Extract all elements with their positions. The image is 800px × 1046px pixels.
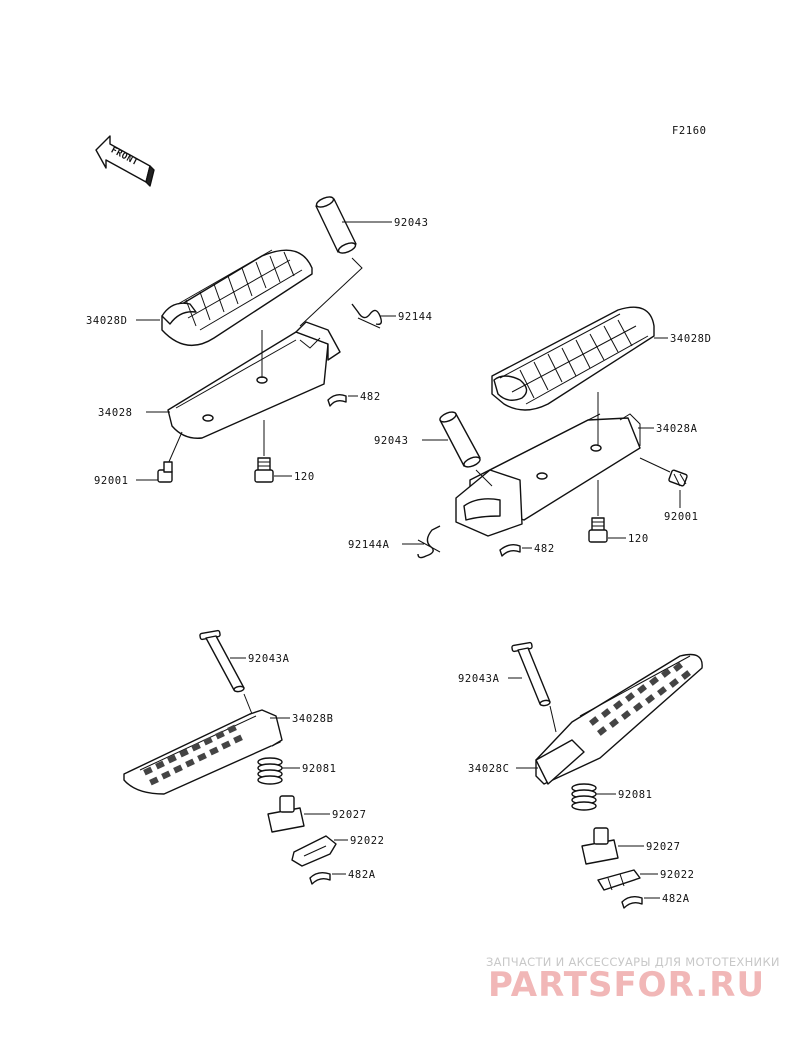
label-34028D-right: 34028D bbox=[670, 333, 712, 345]
spring-92081-left bbox=[257, 757, 283, 785]
figure-code: F2160 bbox=[672, 125, 707, 137]
label-92043A-left: 92043A bbox=[248, 653, 290, 665]
pin-92043-left bbox=[315, 196, 357, 254]
footpeg-34028A-right bbox=[455, 413, 641, 537]
front-arrow-icon: FRONT bbox=[95, 135, 155, 187]
footpeg-rubber-34028D-left bbox=[161, 249, 313, 347]
label-34028C: 34028C bbox=[468, 763, 510, 775]
label-92144-left: 92144 bbox=[398, 311, 433, 323]
plate-92022-left bbox=[291, 835, 337, 867]
label-92144A: 92144A bbox=[348, 539, 390, 551]
label-482-left: 482 bbox=[360, 391, 381, 403]
bracket-92027-left bbox=[267, 795, 305, 833]
label-92022-left: 92022 bbox=[350, 835, 385, 847]
bracket-92027-right bbox=[581, 827, 619, 865]
label-482-right: 482 bbox=[534, 543, 555, 555]
clip-482A-right bbox=[621, 895, 643, 909]
clip-482-right bbox=[499, 543, 521, 557]
label-92001-right: 92001 bbox=[664, 511, 699, 523]
spring-92081-right bbox=[571, 783, 597, 811]
watermark-tagline: ЗАПЧАСТИ И АКСЕССУАРЫ ДЛЯ МОТОТЕХНИКИ bbox=[486, 955, 780, 969]
watermark-logo: PARTSFOR.RU bbox=[488, 965, 765, 1005]
label-34028-left: 34028 bbox=[98, 407, 133, 419]
label-34028A: 34028A bbox=[656, 423, 698, 435]
pin-92043A-left bbox=[199, 629, 245, 693]
spring-92144A-right bbox=[417, 525, 441, 559]
label-120-left: 120 bbox=[294, 471, 315, 483]
footpeg-34028B bbox=[123, 709, 283, 795]
footpeg-34028C bbox=[535, 653, 703, 785]
label-92022-right: 92022 bbox=[660, 869, 695, 881]
label-92027-right: 92027 bbox=[646, 841, 681, 853]
bolt-92001-left bbox=[157, 431, 183, 483]
clip-482A-left bbox=[309, 871, 331, 885]
pin-92043A-right bbox=[511, 641, 551, 707]
label-92043-left: 92043 bbox=[394, 217, 429, 229]
label-482A-left: 482A bbox=[348, 869, 376, 881]
pin-92043-right bbox=[439, 411, 481, 468]
label-92043A-right: 92043A bbox=[458, 673, 500, 685]
label-92027-left: 92027 bbox=[332, 809, 367, 821]
label-92043-right: 92043 bbox=[374, 435, 409, 447]
label-92081-left: 92081 bbox=[302, 763, 337, 775]
label-92001-left: 92001 bbox=[94, 475, 129, 487]
label-34028B: 34028B bbox=[292, 713, 334, 725]
label-34028D-left: 34028D bbox=[86, 315, 128, 327]
label-92081-right: 92081 bbox=[618, 789, 653, 801]
footpeg-rubber-34028D-right bbox=[491, 306, 655, 411]
bolt-92001-right bbox=[639, 457, 688, 487]
spring-92144-left bbox=[351, 303, 383, 329]
footpeg-34028-left bbox=[167, 321, 341, 439]
label-482A-right: 482A bbox=[662, 893, 690, 905]
bolt-120-left bbox=[254, 420, 274, 483]
label-120-right: 120 bbox=[628, 533, 649, 545]
plate-92022-right bbox=[597, 869, 641, 891]
clip-482-left bbox=[327, 393, 347, 407]
bolt-120-right bbox=[588, 480, 608, 543]
